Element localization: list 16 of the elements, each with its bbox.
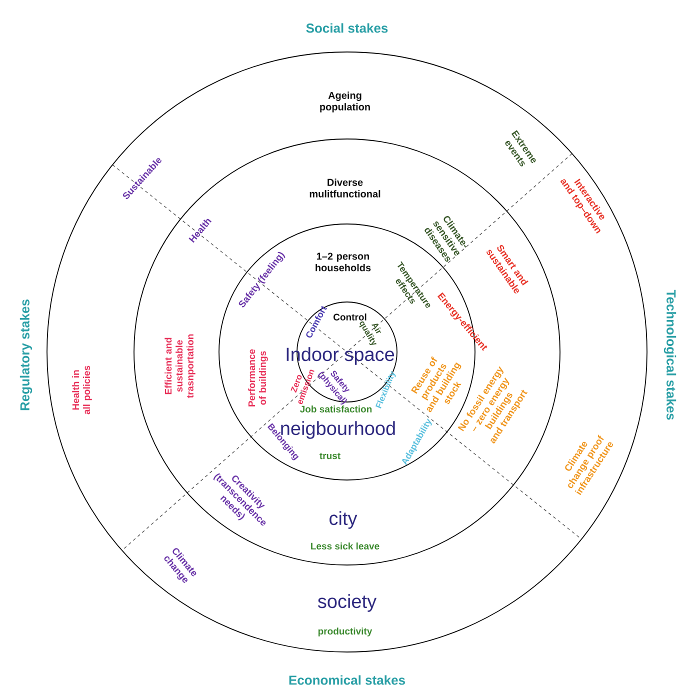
category-heading: Regulatory stakes (20, 300, 32, 410)
keyword-label: Performance of buildings (248, 349, 268, 406)
keyword-label: Control (334, 314, 366, 320)
keyword-label: Efficient and sustainable trasnportation (164, 334, 196, 398)
keyword-label: Health in all policies (72, 366, 92, 414)
keyword-label: Less sick leave (311, 542, 380, 550)
keyword-label: Diverse mulitfunctional (310, 178, 380, 198)
category-heading: Social stakes (306, 23, 388, 33)
keyword-label: Ageing population (320, 92, 370, 112)
ring-label: city (330, 511, 358, 529)
keyword-label: productivity (318, 628, 372, 636)
keyword-label: trust (320, 452, 340, 460)
ring-label: society (318, 594, 377, 612)
category-heading: Economical stakes (289, 675, 405, 685)
category-heading: Technological stakes (664, 290, 676, 420)
keyword-label: 1–2 person households (316, 252, 371, 272)
